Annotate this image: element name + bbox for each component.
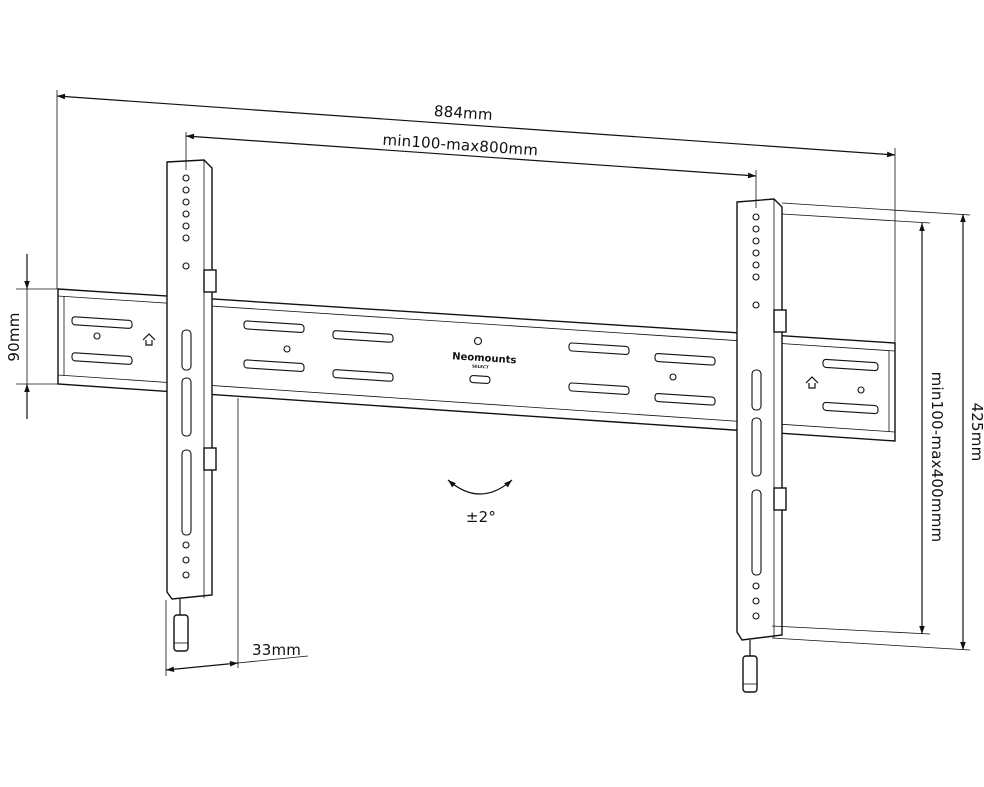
left-vertical-arm xyxy=(166,159,217,652)
dimension-rail-height: 90mm xyxy=(5,254,58,419)
svg-text:SELECT: SELECT xyxy=(472,363,489,369)
overall-height-label: 425mm xyxy=(968,403,984,462)
tilt-indicator: ±2° xyxy=(447,479,513,526)
rail-height-label: 90mm xyxy=(5,312,23,361)
up-arrow-icon xyxy=(142,333,156,346)
vesa-height-label: min100-max400mmm xyxy=(928,372,946,543)
rail-holes xyxy=(93,332,865,394)
right-vertical-arm xyxy=(736,198,787,693)
rail-slots xyxy=(71,316,879,415)
safety-pull-cord xyxy=(742,655,758,693)
overall-width-label: 884mm xyxy=(433,102,493,124)
brand-logo: Neomounts SELECT xyxy=(452,351,517,384)
svg-text:Neomounts: Neomounts xyxy=(452,351,517,366)
dimension-vesa-height: min100-max400mmm xyxy=(771,213,946,635)
tilt-label: ±2° xyxy=(466,508,496,526)
dimension-wall-depth: 33mm xyxy=(165,398,309,676)
arm-holes xyxy=(182,174,190,579)
wall-rail: Neomounts SELECT xyxy=(57,288,896,442)
dimension-overall-height: 425mm xyxy=(771,202,984,651)
safety-pull-cord xyxy=(173,614,189,652)
wall-depth-label: 33mm xyxy=(252,641,301,659)
arm-holes xyxy=(752,213,760,620)
rotate-arrows-icon xyxy=(447,479,513,495)
dimension-vesa-width: min100-max800mm xyxy=(185,131,757,208)
up-arrow-icon xyxy=(805,376,819,389)
